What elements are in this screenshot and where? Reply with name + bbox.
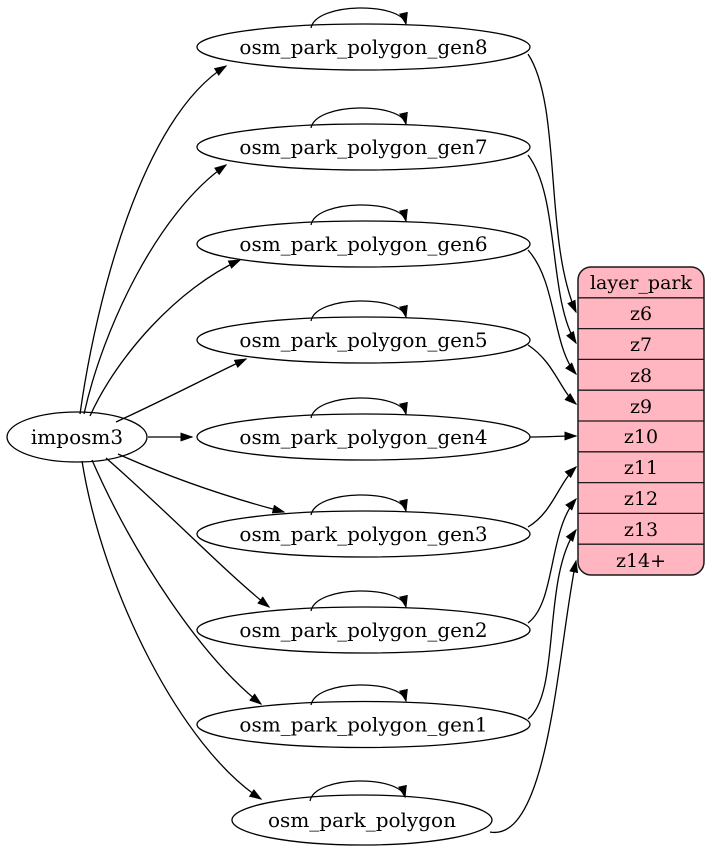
edge-imposm3-to-gen6 — [89, 259, 242, 417]
node-imposm3-label: imposm3 — [31, 425, 123, 449]
edge-imposm3-to-gen7 — [83, 164, 228, 415]
edge-imposm3-to-gen1 — [91, 459, 263, 705]
self-loop-gen6 — [310, 204, 408, 226]
layer-park-title: layer_park — [590, 272, 693, 294]
node-osm-park-polygon-gen6 — [196, 220, 531, 268]
self-loop-gen1 — [310, 684, 408, 706]
node-osm-park-polygon-label: osm_park_polygon — [268, 808, 456, 832]
node-osm-park-polygon-gen7 — [196, 123, 531, 171]
node-osm-park-polygon — [231, 794, 493, 846]
node-osm-park-polygon-gen7-label: osm_park_polygon_gen7 — [239, 135, 487, 159]
edge-gen4-to-z10 — [529, 431, 578, 441]
edge-imposm3-to-gen8 — [79, 65, 228, 415]
layer-park-row-z14: z14+ — [616, 550, 666, 572]
node-osm-park-polygon-gen6-shape — [196, 220, 531, 268]
layer-park-row-z6: z6 — [630, 303, 652, 325]
node-osm-park-polygon-gen3 — [196, 510, 531, 558]
node-layer-park: layer_park z6 z7 z8 z9 z10 z11 z12 z13 z… — [577, 266, 705, 576]
node-osm-park-polygon-gen5 — [196, 316, 531, 364]
node-osm-park-polygon-gen3-shape — [196, 510, 531, 558]
node-imposm3-shape — [6, 411, 148, 463]
node-osm-park-polygon-gen2-shape — [196, 606, 531, 654]
layer-park-row-z12: z12 — [624, 488, 658, 510]
node-osm-park-polygon-gen2-label: osm_park_polygon_gen2 — [239, 618, 487, 642]
edge-gen1-to-z13 — [527, 528, 577, 720]
edges-imposm3-to-tables — [79, 65, 286, 800]
node-osm-park-polygon-gen1-shape — [196, 700, 531, 749]
self-loop-gen2 — [310, 590, 408, 612]
layer-park-row-z7: z7 — [630, 334, 652, 356]
self-loop-gen3 — [310, 494, 408, 516]
edge-imposm3-to-gen5 — [115, 358, 248, 423]
self-loop-polygon — [309, 780, 407, 802]
node-imposm3 — [6, 411, 148, 463]
node-osm-park-polygon-gen6-label: osm_park_polygon_gen6 — [239, 232, 487, 256]
edge-gen3-to-z11 — [527, 465, 578, 528]
node-osm-park-polygon-gen5-label: osm_park_polygon_gen5 — [239, 328, 487, 352]
edge-gen5-to-z9 — [527, 344, 578, 405]
node-osm-park-polygon-gen5-shape — [196, 316, 531, 364]
node-osm-park-polygon-gen8-label: osm_park_polygon_gen8 — [239, 35, 487, 59]
node-osm-park-polygon-gen8 — [196, 23, 531, 71]
layer-park-row-z13: z13 — [624, 519, 658, 541]
edge-gen2-to-z12 — [527, 497, 577, 624]
node-osm-park-polygon-shape — [231, 794, 493, 846]
node-osm-park-polygon-gen4-label: osm_park_polygon_gen4 — [239, 425, 487, 449]
self-loops — [309, 7, 408, 802]
layer-park-row-z11: z11 — [624, 457, 658, 479]
layer-park-row-z8: z8 — [630, 365, 652, 387]
node-osm-park-polygon-gen3-label: osm_park_polygon_gen3 — [239, 522, 487, 546]
edge-polygon-to-z14 — [489, 559, 579, 833]
self-loop-gen4 — [310, 397, 408, 419]
edge-gen8-to-z6 — [527, 53, 577, 314]
edges-tables-to-layer — [489, 53, 579, 833]
node-osm-park-polygon-gen8-shape — [196, 23, 531, 71]
node-labels: imposm3 osm_park_polygon_gen8 osm_park_p… — [31, 35, 488, 832]
self-loop-gen5 — [310, 300, 408, 322]
layer-park-row-z9: z9 — [630, 396, 652, 418]
node-osm-park-polygon-gen7-shape — [196, 123, 531, 171]
self-loop-gen7 — [310, 107, 408, 129]
edge-imposm3-to-gen2 — [105, 457, 271, 608]
node-osm-park-polygon-gen1-label: osm_park_polygon_gen1 — [239, 713, 487, 737]
edge-gen6-to-z8 — [527, 249, 577, 376]
node-osm-park-polygon-gen1 — [196, 700, 531, 749]
edge-gen7-to-z7 — [527, 154, 577, 345]
self-loop-gen8 — [310, 7, 408, 29]
edge-imposm3-to-polygon — [81, 460, 263, 800]
edge-imposm3-to-gen3 — [117, 453, 286, 514]
layer-park-row-z10: z10 — [624, 426, 658, 448]
node-osm-park-polygon-gen2 — [196, 606, 531, 654]
